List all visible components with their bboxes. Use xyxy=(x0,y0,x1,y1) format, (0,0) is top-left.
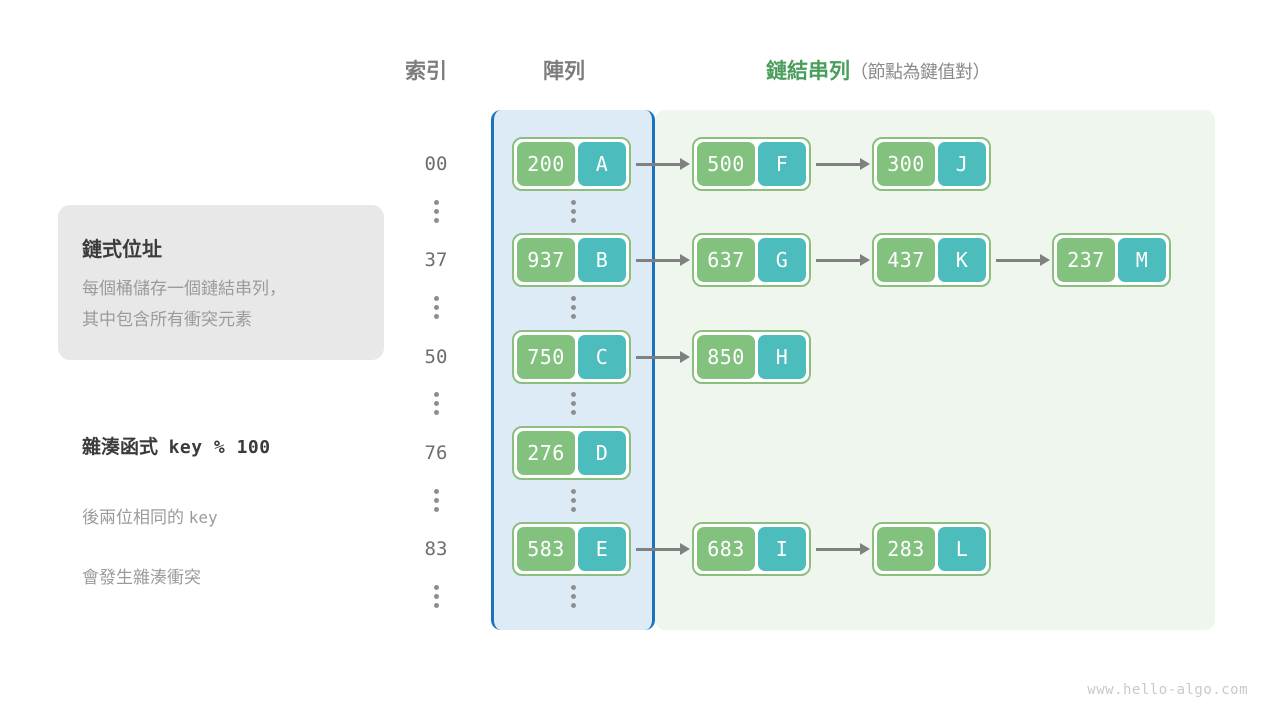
next-pointer-arrow xyxy=(636,254,690,266)
kv-node-value: A xyxy=(578,142,626,186)
kv-node-key: 850 xyxy=(697,335,755,379)
next-pointer-arrow xyxy=(996,254,1050,266)
arrow-head xyxy=(680,543,690,555)
column-header-linked-list-sublabel: （節點為鍵值對） xyxy=(850,62,991,82)
arrow-shaft xyxy=(636,547,680,551)
kv-node-value: L xyxy=(938,527,986,571)
kv-node-value: I xyxy=(758,527,806,571)
next-pointer-arrow xyxy=(636,158,690,170)
arrow-head xyxy=(680,254,690,266)
bucket-index-label: 83 xyxy=(424,538,448,560)
arrow-shaft xyxy=(636,162,680,166)
info-card-body: 每個桶儲存一個鏈結串列， 其中包含所有衝突元素 xyxy=(82,279,286,329)
column-header-index: 索引 xyxy=(405,55,447,85)
kv-node-value: D xyxy=(578,431,626,475)
info-card-title: 鏈式位址 xyxy=(82,239,162,261)
kv-node-key: 276 xyxy=(517,431,575,475)
kv-node-key: 237 xyxy=(1057,238,1115,282)
watermark: www.hello-algo.com xyxy=(1087,682,1248,698)
hash-function-formula: key % 100 xyxy=(168,437,271,458)
next-pointer-arrow xyxy=(816,543,870,555)
next-pointer-arrow xyxy=(816,158,870,170)
kv-node-key: 637 xyxy=(697,238,755,282)
arrow-shaft xyxy=(636,355,680,359)
kv-node-value: G xyxy=(758,238,806,282)
column-header-index-label: 索引 xyxy=(405,60,447,83)
column-header-linked-list: 鏈結串列（節點為鍵值對） xyxy=(766,55,991,85)
ellipsis-dots xyxy=(400,585,472,613)
arrow-head xyxy=(860,543,870,555)
arrow-shaft xyxy=(636,258,680,262)
arrow-head xyxy=(860,158,870,170)
kv-node-value: C xyxy=(578,335,626,379)
arrow-shaft xyxy=(816,547,860,551)
column-header-linked-list-label: 鏈結串列 xyxy=(766,60,850,83)
hash-function-description: 後兩位相同的 key 會發生雜湊衝突 xyxy=(82,473,402,593)
column-header-array-label: 陣列 xyxy=(543,60,585,83)
bucket-index-label: 50 xyxy=(424,346,448,368)
next-pointer-arrow xyxy=(816,254,870,266)
kv-node-value: F xyxy=(758,142,806,186)
kv-node-key: 937 xyxy=(517,238,575,282)
ellipsis-dots xyxy=(400,489,472,517)
kv-node-key: 583 xyxy=(517,527,575,571)
ellipsis-dots xyxy=(537,585,609,613)
ellipsis-dots xyxy=(400,296,472,324)
next-pointer-arrow xyxy=(636,351,690,363)
kv-node-key: 500 xyxy=(697,142,755,186)
kv-node-key: 300 xyxy=(877,142,935,186)
ellipsis-dots xyxy=(400,392,472,420)
kv-node-key: 750 xyxy=(517,335,575,379)
hash-function-title-text: 雜湊函式 xyxy=(82,437,159,458)
kv-node-value: M xyxy=(1118,238,1166,282)
ellipsis-dots xyxy=(537,392,609,420)
hash-desc-line1-keyword: key xyxy=(188,508,218,527)
arrow-head xyxy=(860,254,870,266)
ellipsis-dots xyxy=(400,200,472,228)
column-header-array: 陣列 xyxy=(543,55,585,85)
kv-node-value: H xyxy=(758,335,806,379)
kv-node-value: J xyxy=(938,142,986,186)
arrow-head xyxy=(680,158,690,170)
bucket-index-label: 00 xyxy=(424,153,448,175)
bucket-index-label: 37 xyxy=(424,249,448,271)
ellipsis-dots xyxy=(537,200,609,228)
hash-desc-line2: 會發生雜湊衝突 xyxy=(82,568,201,587)
info-card-separate-chaining: 鏈式位址 每個桶儲存一個鏈結串列， 其中包含所有衝突元素 xyxy=(58,205,384,360)
hash-function-block: 雜湊函式 key % 100 後兩位相同的 key 會發生雜湊衝突 xyxy=(82,432,402,593)
kv-node-key: 283 xyxy=(877,527,935,571)
kv-node-value: E xyxy=(578,527,626,571)
kv-node-value: K xyxy=(938,238,986,282)
hash-desc-line1-prefix: 後兩位相同的 xyxy=(82,508,189,527)
hash-function-title: 雜湊函式 key % 100 xyxy=(82,432,402,459)
arrow-shaft xyxy=(996,258,1040,262)
arrow-head xyxy=(680,351,690,363)
arrow-shaft xyxy=(816,162,860,166)
kv-node-key: 683 xyxy=(697,527,755,571)
kv-node-key: 200 xyxy=(517,142,575,186)
bucket-index-label: 76 xyxy=(424,442,448,464)
next-pointer-arrow xyxy=(636,543,690,555)
arrow-head xyxy=(1040,254,1050,266)
ellipsis-dots xyxy=(537,296,609,324)
kv-node-value: B xyxy=(578,238,626,282)
ellipsis-dots xyxy=(537,489,609,517)
arrow-shaft xyxy=(816,258,860,262)
kv-node-key: 437 xyxy=(877,238,935,282)
